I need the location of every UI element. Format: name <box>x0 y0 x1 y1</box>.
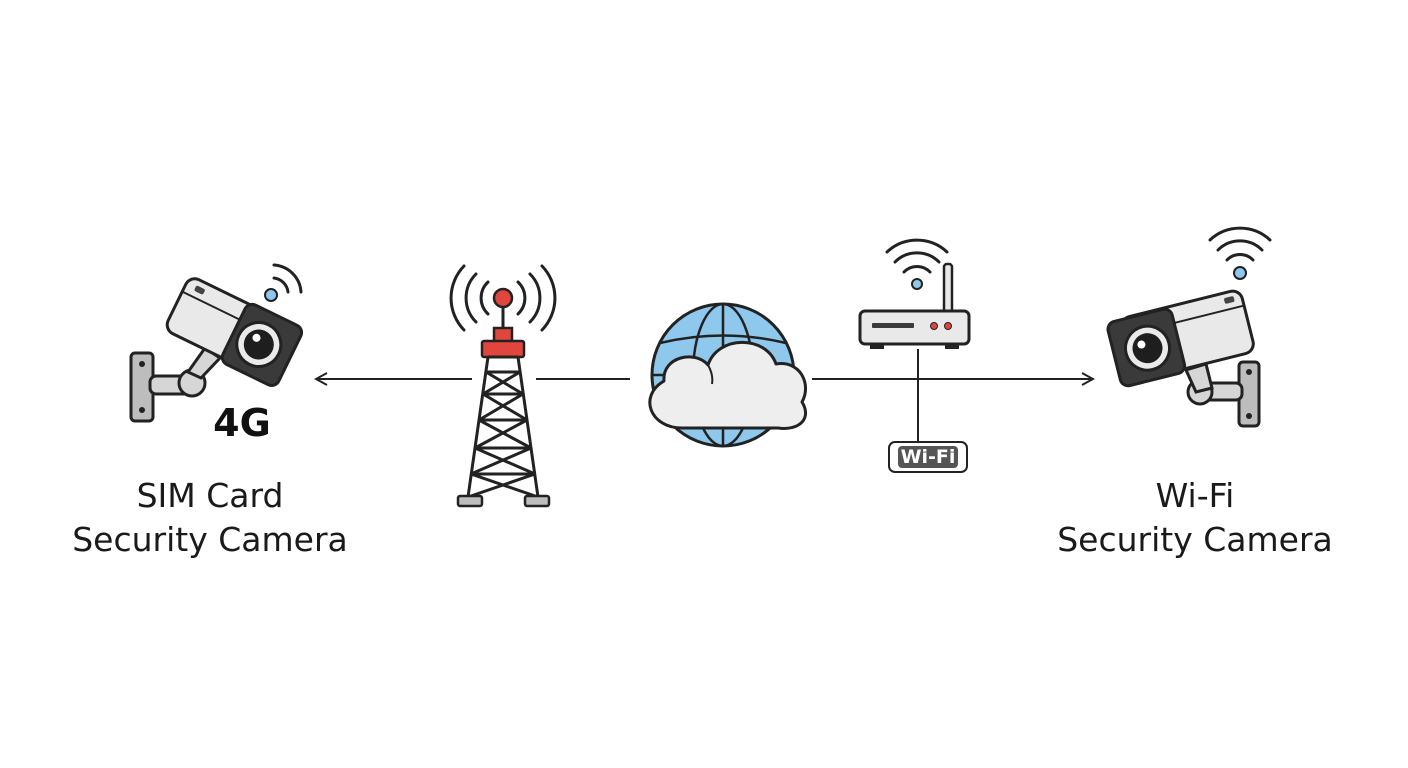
left-camera-wifi-signal-icon <box>264 263 303 302</box>
connection-lines <box>316 349 1093 441</box>
cloud-globe-icon <box>648 302 808 448</box>
sim-card-camera-label: SIM Card Security Camera <box>40 474 380 562</box>
router-icon <box>858 262 971 349</box>
right-camera-wifi-signal-icon <box>1208 226 1272 280</box>
sim-card-camera-label-line2: Security Camera <box>72 520 348 559</box>
wifi-logo-badge: Wi-Fi <box>888 441 968 473</box>
wifi-camera-label-line2: Security Camera <box>1057 520 1333 559</box>
sim-card-camera-label-line1: SIM Card <box>136 476 284 515</box>
wifi-camera-label: Wi-Fi Security Camera <box>1025 474 1365 562</box>
left-security-camera-icon <box>129 277 304 423</box>
4g-badge: 4G <box>213 401 271 445</box>
wifi-badge-text: Wi-Fi <box>897 446 959 468</box>
router-wifi-signal-icon <box>885 238 949 290</box>
cell-tower-icon <box>449 264 557 508</box>
right-security-camera-icon <box>1106 289 1261 428</box>
wifi-camera-label-line1: Wi-Fi <box>1155 476 1235 515</box>
